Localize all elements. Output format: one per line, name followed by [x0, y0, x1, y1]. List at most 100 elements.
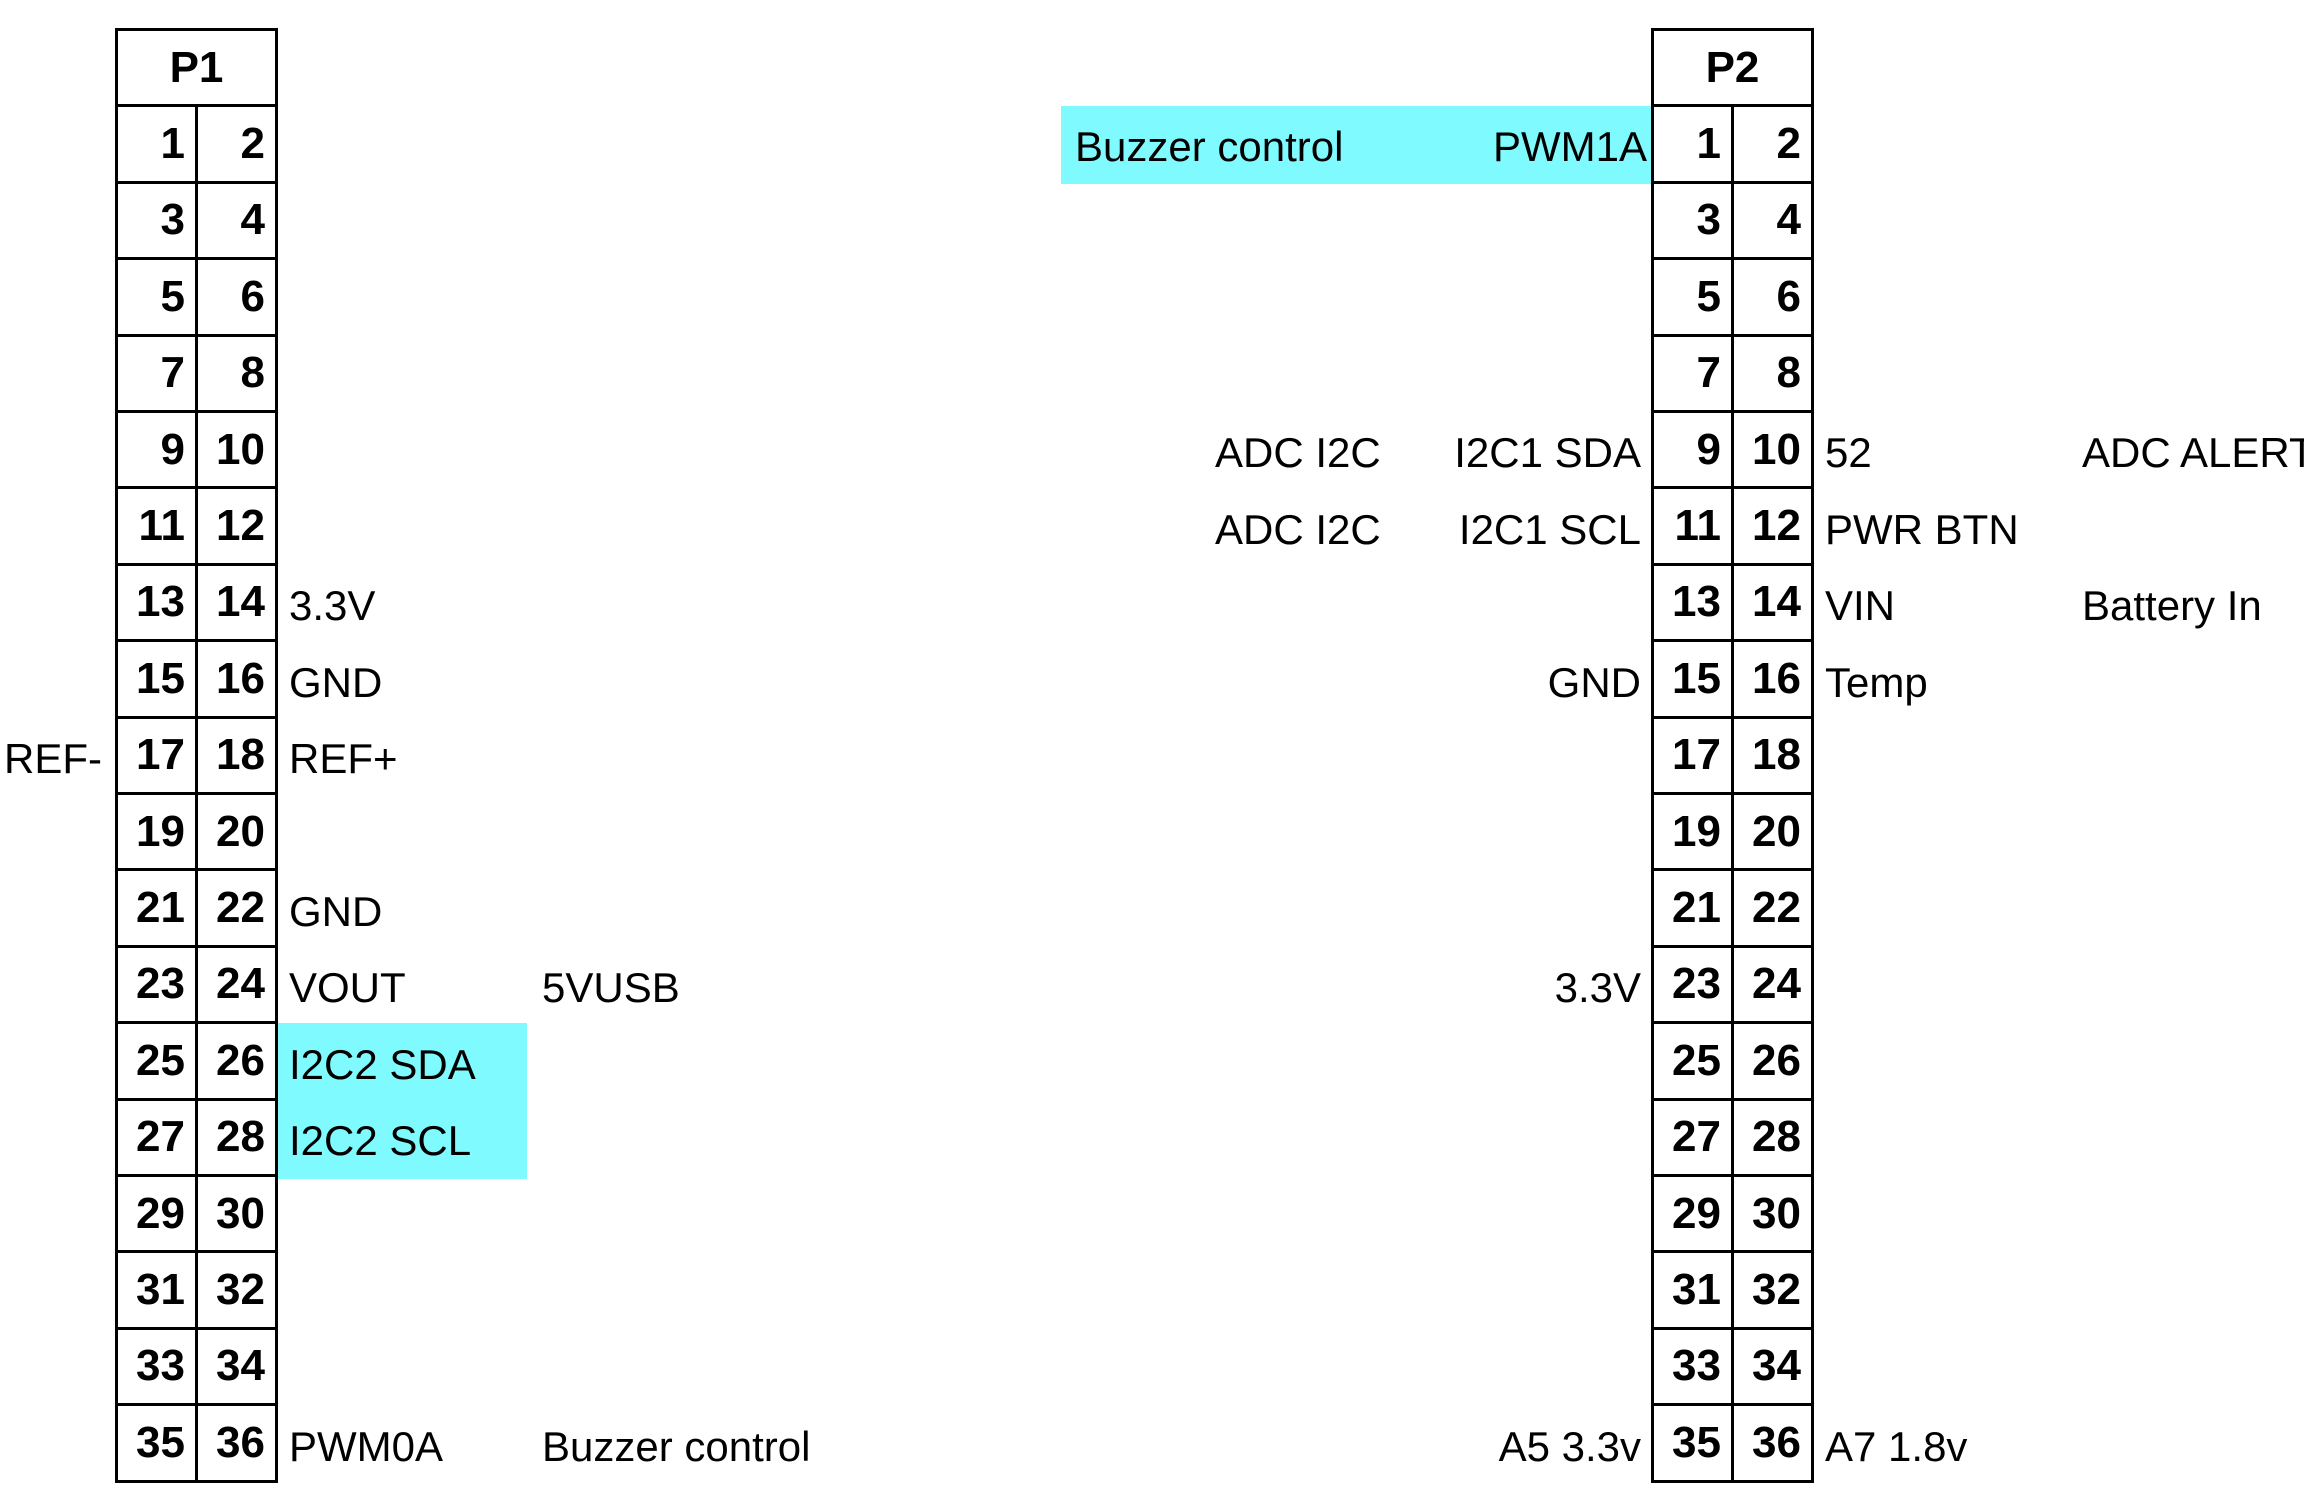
p1-pin-33: 33 [115, 1326, 198, 1407]
p2-pin14-label: VIN [1825, 582, 1896, 629]
p2-pin-21: 21 [1651, 868, 1734, 948]
p2-pin9-note: ADC I2C [1215, 429, 1381, 476]
p2-pin-7: 7 [1651, 333, 1734, 413]
p2-pin-13: 13 [1651, 562, 1734, 643]
p2-pin-4: 4 [1731, 180, 1814, 261]
p2-pin-9: 9 [1651, 410, 1734, 490]
p2-pin-11: 11 [1651, 486, 1734, 566]
p1-pin-10: 10 [195, 410, 278, 490]
p1-pin14-label: 3.3V [289, 582, 376, 629]
p2-pin15-label: GND [1547, 659, 1641, 706]
p1-pin-13: 13 [115, 562, 198, 643]
p2-pin11-note: ADC I2C [1215, 506, 1381, 553]
p2-pin-5: 5 [1651, 257, 1734, 337]
p2-pin-34: 34 [1731, 1326, 1814, 1407]
p2-pin-30: 30 [1731, 1174, 1814, 1254]
p1-pin-3: 3 [115, 180, 198, 261]
p1-pin-11: 11 [115, 486, 198, 566]
p2-pin-31: 31 [1651, 1250, 1734, 1330]
p2-header-title: P2 [1651, 28, 1814, 108]
p2-pin11-label: I2C1 SCL [1458, 506, 1641, 553]
p2-pin10-label: 52 [1825, 429, 1872, 476]
p1-pin-23: 23 [115, 944, 198, 1025]
p1-pin22-label: GND [289, 888, 383, 935]
p1-pin-8: 8 [195, 333, 278, 413]
p1-pin36-label: PWM0A [289, 1423, 444, 1470]
p2-pin-33: 33 [1651, 1326, 1734, 1407]
p2-pin35-label: A5 3.3v [1498, 1423, 1641, 1470]
p2-pin-2: 2 [1731, 104, 1814, 184]
p2-pin-27: 27 [1651, 1097, 1734, 1177]
p2-pin-14: 14 [1731, 562, 1814, 643]
p2-pin-23: 23 [1651, 944, 1734, 1025]
p2-pin-15: 15 [1651, 639, 1734, 719]
highlight-p1-i2c2 [277, 1023, 527, 1179]
p1-pin24-label: VOUT [289, 964, 406, 1011]
p2-pin10-note: ADC ALERT [2082, 429, 2304, 476]
p2-pin-1: 1 [1651, 104, 1734, 184]
p2-pin12-label: PWR BTN [1825, 506, 2019, 553]
p1-pin-2: 2 [195, 104, 278, 184]
p1-ref-minus-label: REF- [4, 735, 102, 782]
p1-pin18-label: REF+ [289, 735, 398, 782]
p2-pin-19: 19 [1651, 792, 1734, 872]
p2-pin9-label: I2C1 SDA [1454, 429, 1641, 476]
p1-pin-22: 22 [195, 868, 278, 948]
p1-pin-20: 20 [195, 792, 278, 872]
p2-pin-12: 12 [1731, 486, 1814, 566]
p1-pin28-label: I2C2 SCL [289, 1117, 472, 1164]
p1-pin-7: 7 [115, 333, 198, 413]
p2-pin14-note: Battery In [2082, 582, 2262, 629]
p2-pin-24: 24 [1731, 944, 1814, 1025]
p1-pin-17: 17 [115, 715, 198, 795]
p1-pin-5: 5 [115, 257, 198, 337]
p1-pin-21: 21 [115, 868, 198, 948]
p2-pin-22: 22 [1731, 868, 1814, 948]
p1-pin16-label: GND [289, 659, 383, 706]
p2-pin1-label: PWM1A [1492, 123, 1647, 170]
p2-pin-32: 32 [1731, 1250, 1814, 1330]
p1-pin-24: 24 [195, 944, 278, 1025]
p1-pin-18: 18 [195, 715, 278, 795]
p1-pin-30: 30 [195, 1174, 278, 1254]
p1-pin-29: 29 [115, 1174, 198, 1254]
highlight-p2-buzzer [1061, 106, 1653, 184]
p2-pin-6: 6 [1731, 257, 1814, 337]
p1-pin-1: 1 [115, 104, 198, 184]
p2-pin-35: 35 [1651, 1403, 1734, 1483]
p1-pin-26: 26 [195, 1021, 278, 1101]
p1-pin-16: 16 [195, 639, 278, 719]
p2-pin-16: 16 [1731, 639, 1814, 719]
p1-pin-6: 6 [195, 257, 278, 337]
p1-pin26-label: I2C2 SDA [289, 1041, 476, 1088]
p2-pin-29: 29 [1651, 1174, 1734, 1254]
p1-pin-36: 36 [195, 1403, 278, 1483]
p1-pin-9: 9 [115, 410, 198, 490]
p2-pin-28: 28 [1731, 1097, 1814, 1177]
p1-pin-15: 15 [115, 639, 198, 719]
p1-pin-27: 27 [115, 1097, 198, 1177]
p1-pin24-note: 5VUSB [542, 964, 680, 1011]
p2-pin-10: 10 [1731, 410, 1814, 490]
p2-pin-18: 18 [1731, 715, 1814, 795]
p2-pin-17: 17 [1651, 715, 1734, 795]
p1-pin-14: 14 [195, 562, 278, 643]
p1-pin-31: 31 [115, 1250, 198, 1330]
p1-pin-35: 35 [115, 1403, 198, 1483]
p1-pin-4: 4 [195, 180, 278, 261]
p1-header-title: P1 [115, 28, 278, 108]
p1-pin-12: 12 [195, 486, 278, 566]
p1-pin36-note: Buzzer control [542, 1423, 811, 1470]
p1-pin-28: 28 [195, 1097, 278, 1177]
p2-pin36-label: A7 1.8v [1825, 1423, 1968, 1470]
p2-pin-26: 26 [1731, 1021, 1814, 1101]
p2-pin-20: 20 [1731, 792, 1814, 872]
p1-pin-32: 32 [195, 1250, 278, 1330]
p2-pin-3: 3 [1651, 180, 1734, 261]
p1-pin-34: 34 [195, 1326, 278, 1407]
p2-pin-25: 25 [1651, 1021, 1734, 1101]
p2-pin23-label: 3.3V [1554, 964, 1641, 1011]
p1-pin-19: 19 [115, 792, 198, 872]
p2-pin1-note: Buzzer control [1075, 123, 1344, 170]
p2-pin-8: 8 [1731, 333, 1814, 413]
